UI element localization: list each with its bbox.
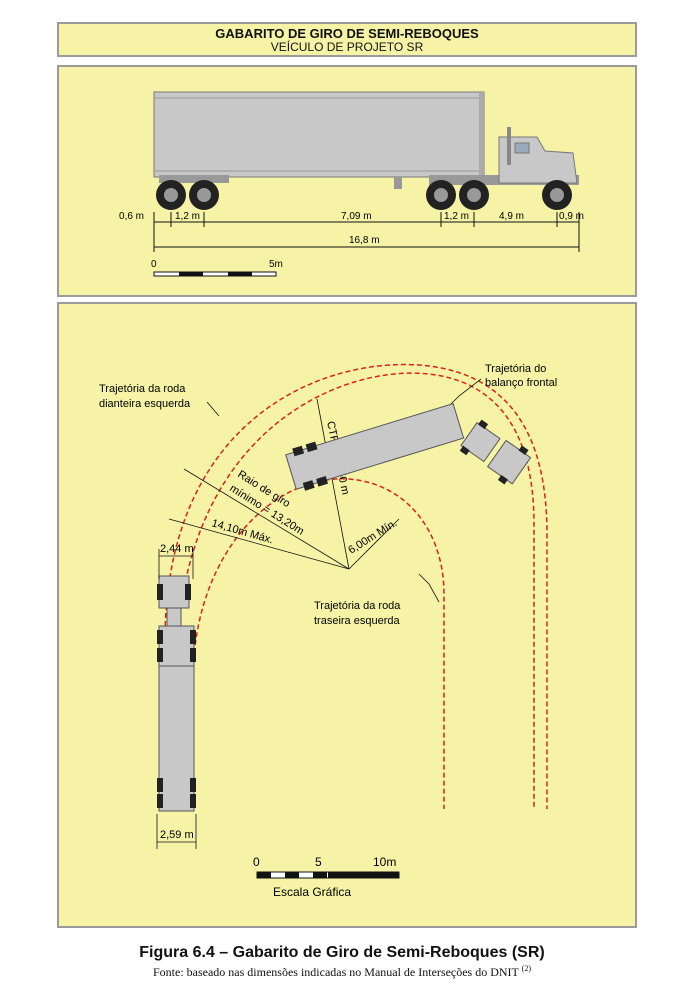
figure-source: Fonte: baseado nas dimensões indicadas n… <box>0 964 684 980</box>
label-width-front: 2,44 m <box>160 543 194 555</box>
dim-tractor-wheelbase: 4,9 m <box>499 211 524 222</box>
turning-paths <box>164 363 548 809</box>
label-rear-wheel-line1: Trajetória da roda <box>314 600 401 612</box>
vehicle-turning <box>285 402 465 491</box>
trailer-body <box>153 91 485 178</box>
turning-path-drawing: Trajetória da roda dianteira esquerda Tr… <box>99 363 557 899</box>
callout-leaders <box>206 378 482 603</box>
graphic-scale-bar <box>256 871 400 879</box>
label-width-rear: 2,59 m <box>160 829 194 841</box>
figure-source-text: Fonte: baseado nas dimensões indicadas n… <box>152 965 519 979</box>
diagram-title-box: GABARITO DE GIRO DE SEMI-REBOQUES VEÍCUL… <box>57 22 637 57</box>
tractor-wheel-1 <box>426 180 456 210</box>
dim-tractor-axle-spacing: 1,2 m <box>444 211 469 222</box>
scale-tick-0: 0 <box>253 855 260 869</box>
turning-path-panel: Trajetória da roda dianteira esquerda Tr… <box>57 302 637 928</box>
dim-wheelbase-trailer: 7,09 m <box>341 211 372 222</box>
side-scale-end: 5m <box>269 259 283 270</box>
side-view-drawing: 0,6 m 1,2 m 7,09 m 1,2 m 4,9 m 0,9 m 16,… <box>119 91 584 277</box>
dimension-lines <box>153 212 580 252</box>
label-rear-wheel-line2: traseira esquerda <box>314 615 400 627</box>
label-overhang-line2: balanço frontal <box>485 377 557 389</box>
label-max-radius: 14,10m Máx. <box>210 517 274 546</box>
scale-label: Escala Gráfica <box>273 885 351 899</box>
path-rear-left-wheel <box>192 478 445 809</box>
dim-front-overhang-rear: 0,6 m <box>119 211 144 222</box>
trailer-wheel-1 <box>156 180 186 210</box>
tractor-turning <box>459 419 532 485</box>
path-front-overhang <box>164 363 548 809</box>
label-min-inner: 6,00m Mín. <box>346 517 399 556</box>
diagram-title: GABARITO DE GIRO DE SEMI-REBOQUES <box>215 26 479 41</box>
dim-trailer-axle-spacing: 1,2 m <box>175 211 200 222</box>
radius-lines <box>168 398 400 570</box>
trailer-wheel-2 <box>189 180 219 210</box>
vehicle-straight <box>157 575 196 812</box>
scale-tick-10: 10m <box>373 855 396 869</box>
side-scale-bar <box>153 271 277 277</box>
width-dimensions <box>156 549 197 849</box>
scale-tick-5: 5 <box>315 855 322 869</box>
dim-total-length: 16,8 m <box>349 235 380 246</box>
label-front-wheel-line2: dianteira esquerda <box>99 398 191 410</box>
label-overhang-line1: Trajetória do <box>485 363 546 375</box>
tractor-wheel-front <box>542 180 572 210</box>
tractor-wheel-2 <box>459 180 489 210</box>
dim-front-overhang: 0,9 m <box>559 211 584 222</box>
figure-caption: Figura 6.4 – Gabarito de Giro de Semi-Re… <box>139 944 545 961</box>
label-front-wheel-line1: Trajetória da roda <box>99 383 186 395</box>
diagram-subtitle: VEÍCULO DE PROJETO SR <box>270 40 424 54</box>
path-front-left-wheel <box>176 372 535 809</box>
side-scale-start: 0 <box>151 259 157 270</box>
side-view-panel: 0,6 m 1,2 m 7,09 m 1,2 m 4,9 m 0,9 m 16,… <box>57 65 637 297</box>
figure-source-ref: (2) <box>521 964 531 973</box>
